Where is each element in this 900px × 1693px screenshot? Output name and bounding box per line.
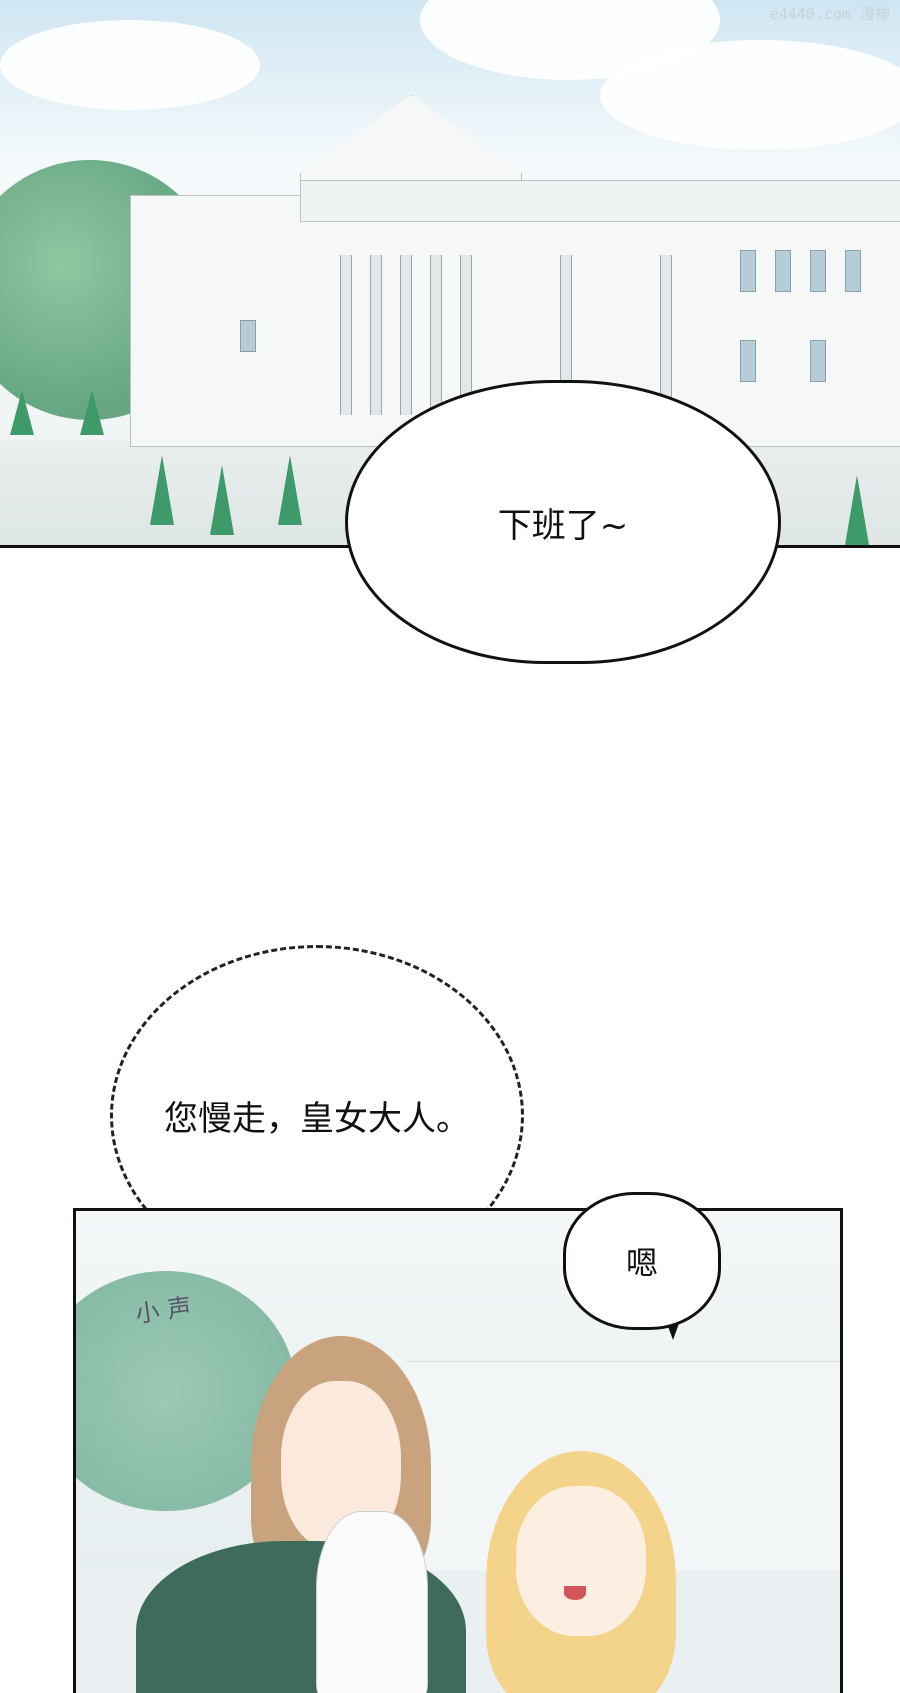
bubble-text: 您慢走，皇女大人。 [164,1099,470,1139]
bubble-text: 嗯 [625,1244,658,1282]
speech-bubble-reply: 嗯 [563,1192,721,1330]
watermark: e4440.com 漫神 [769,5,890,23]
bubble-text: 下班了~ [497,505,629,546]
bottom-panel-characters [73,1208,843,1693]
speech-bubble-off-work: 下班了~ [345,380,781,664]
